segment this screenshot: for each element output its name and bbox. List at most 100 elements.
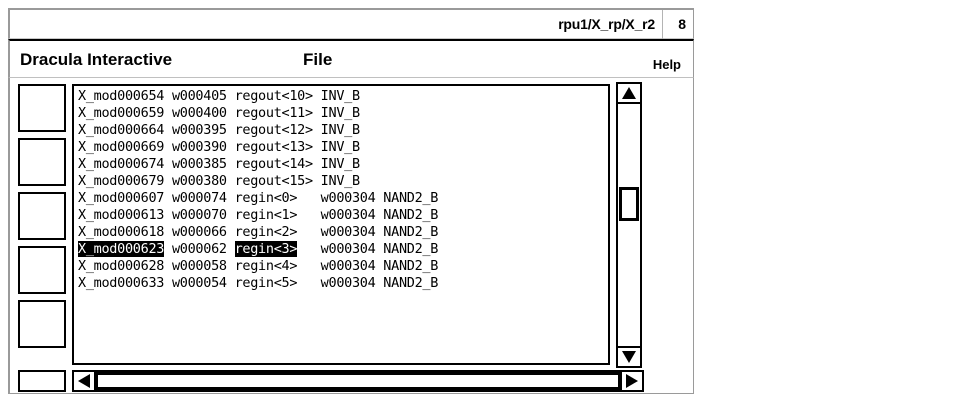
- vertical-scrollbar-thumb[interactable]: [619, 187, 639, 222]
- netlist-cell-net[interactable]: w000385: [171, 156, 227, 172]
- netlist-cell-cell[interactable]: NAND2_B: [383, 275, 439, 291]
- netlist-cell-net[interactable]: w000058: [171, 258, 227, 274]
- netlist-cell-gap: [438, 207, 446, 223]
- netlist-cell-pin[interactable]: regin<0>: [234, 190, 298, 206]
- horizontal-scrollbar[interactable]: [72, 370, 644, 392]
- netlist-cell-pin[interactable]: regin<1>: [234, 207, 298, 223]
- netlist-cell-pin[interactable]: regout<15>: [234, 173, 314, 189]
- netlist-cell-gap: [297, 258, 320, 274]
- netlist-cell-instance[interactable]: X_mod000679: [78, 173, 165, 189]
- netlist-cell-gap: [227, 156, 235, 172]
- netlist-cell-connected-net[interactable]: w000304: [320, 241, 376, 257]
- netlist-cell-net[interactable]: w000405: [171, 88, 227, 104]
- netlist-cell-gap: [360, 105, 376, 121]
- netlist-cell-instance[interactable]: X_mod000623: [78, 241, 165, 257]
- netlist-cell-gap: [438, 258, 446, 274]
- netlist-cell-instance[interactable]: X_mod000664: [78, 122, 165, 138]
- netlist-cell-gap: [164, 258, 172, 274]
- netlist-cell-pin[interactable]: regout<11>: [234, 105, 314, 121]
- horizontal-scrollbar-thumb[interactable]: [97, 374, 619, 388]
- netlist-cell-pin[interactable]: regout<13>: [234, 139, 314, 155]
- netlist-cell-cell[interactable]: NAND2_B: [383, 207, 439, 223]
- netlist-row[interactable]: X_mod000679 w000380 regout<15> INV_B: [78, 173, 608, 190]
- netlist-cell-gap: [313, 122, 321, 138]
- tool-button-2[interactable]: [18, 138, 66, 186]
- menu-item-file[interactable]: File: [303, 50, 333, 69]
- vertical-scrollbar[interactable]: [616, 82, 642, 368]
- tool-button-3[interactable]: [18, 192, 66, 240]
- netlist-cell-instance[interactable]: X_mod000618: [78, 224, 165, 240]
- netlist-cell-connected-net[interactable]: w000304: [320, 258, 376, 274]
- scroll-up-arrow-icon[interactable]: [618, 84, 640, 104]
- netlist-cell-cell[interactable]: INV_B: [320, 156, 360, 172]
- netlist-cell-net[interactable]: w000070: [171, 207, 227, 223]
- netlist-cell-cell[interactable]: INV_B: [320, 88, 360, 104]
- scroll-left-arrow-icon[interactable]: [73, 371, 95, 391]
- netlist-cell-instance[interactable]: X_mod000669: [78, 139, 165, 155]
- netlist-cell-pin[interactable]: regout<12>: [234, 122, 314, 138]
- netlist-cell-connected-net[interactable]: w000304: [320, 224, 376, 240]
- netlist-cell-pin[interactable]: regin<3>: [234, 241, 298, 257]
- title-bar-number: 8: [678, 16, 686, 32]
- netlist-row[interactable]: X_mod000613 w000070 regin<1> w000304 NAN…: [78, 207, 608, 224]
- netlist-cell-pin[interactable]: regin<5>: [234, 275, 298, 291]
- netlist-cell-cell[interactable]: INV_B: [320, 173, 360, 189]
- netlist-cell-cell[interactable]: NAND2_B: [383, 258, 439, 274]
- netlist-row[interactable]: X_mod000628 w000058 regin<4> w000304 NAN…: [78, 258, 608, 275]
- netlist-cell-net[interactable]: w000074: [171, 190, 227, 206]
- netlist-row[interactable]: X_mod000607 w000074 regin<0> w000304 NAN…: [78, 190, 608, 207]
- netlist-cell-cell[interactable]: NAND2_B: [383, 190, 439, 206]
- netlist-cell-net[interactable]: w000400: [171, 105, 227, 121]
- netlist-row[interactable]: X_mod000623 w000062 regin<3> w000304 NAN…: [78, 241, 608, 258]
- netlist-cell-instance[interactable]: X_mod000654: [78, 88, 165, 104]
- tool-button-1[interactable]: [18, 84, 66, 132]
- netlist-cell-cell[interactable]: INV_B: [320, 105, 360, 121]
- netlist-cell-cell[interactable]: INV_B: [320, 139, 360, 155]
- netlist-cell-instance[interactable]: X_mod000613: [78, 207, 165, 223]
- menu-item-help[interactable]: Help: [652, 57, 681, 72]
- netlist-cell-cell[interactable]: NAND2_B: [383, 241, 439, 257]
- netlist-cell-cell[interactable]: NAND2_B: [383, 224, 439, 240]
- netlist-cell-pin[interactable]: regin<4>: [234, 258, 298, 274]
- netlist-cell-connected-net[interactable]: w000304: [320, 190, 376, 206]
- netlist-cell-pin[interactable]: regout<10>: [234, 88, 314, 104]
- netlist-list-pane[interactable]: X_mod000654 w000405 regout<10> INV_B X_m…: [72, 84, 610, 365]
- netlist-cell-net[interactable]: w000390: [171, 139, 227, 155]
- tool-button-5[interactable]: [18, 300, 66, 348]
- netlist-row[interactable]: X_mod000618 w000066 regin<2> w000304 NAN…: [78, 224, 608, 241]
- application-window: rpu1/X_rp/X_r2 8 Dracula Interactive Fil…: [8, 8, 694, 394]
- netlist-cell-instance[interactable]: X_mod000628: [78, 258, 165, 274]
- netlist-cell-net[interactable]: w000054: [171, 275, 227, 291]
- netlist-row[interactable]: X_mod000674 w000385 regout<14> INV_B: [78, 156, 608, 173]
- tool-button-4[interactable]: [18, 246, 66, 294]
- netlist-cell-net[interactable]: w000066: [171, 224, 227, 240]
- netlist-cell-connected-net[interactable]: w000304: [320, 207, 376, 223]
- netlist-cell-instance[interactable]: X_mod000607: [78, 190, 165, 206]
- netlist-cell-gap: [227, 275, 235, 291]
- netlist-cell-cell[interactable]: INV_B: [320, 122, 360, 138]
- scroll-right-arrow-icon[interactable]: [621, 371, 643, 391]
- netlist-row[interactable]: X_mod000664 w000395 regout<12> INV_B: [78, 122, 608, 139]
- netlist-cell-gap: [313, 88, 321, 104]
- netlist-cell-pin[interactable]: regout<14>: [234, 156, 314, 172]
- netlist-cell-gap: [297, 224, 320, 240]
- netlist-cell-instance[interactable]: X_mod000633: [78, 275, 165, 291]
- netlist-cell-net[interactable]: w000380: [171, 173, 227, 189]
- title-bar-divider: [662, 10, 663, 41]
- netlist-cell-gap: [164, 190, 172, 206]
- netlist-cell-net[interactable]: w000062: [171, 241, 227, 257]
- netlist-cell-net[interactable]: w000395: [171, 122, 227, 138]
- netlist-row[interactable]: X_mod000654 w000405 regout<10> INV_B: [78, 88, 608, 105]
- netlist-cell-pin[interactable]: regin<2>: [234, 224, 298, 240]
- netlist-cell-connected-net[interactable]: w000304: [320, 275, 376, 291]
- netlist-cell-gap: [227, 139, 235, 155]
- netlist-cell-gap: [164, 207, 172, 223]
- netlist-cell-instance[interactable]: X_mod000659: [78, 105, 165, 121]
- netlist-row[interactable]: X_mod000633 w000054 regin<5> w000304 NAN…: [78, 275, 608, 292]
- menu-item-dracula-interactive[interactable]: Dracula Interactive: [20, 50, 173, 69]
- netlist-cell-instance[interactable]: X_mod000674: [78, 156, 165, 172]
- netlist-row[interactable]: X_mod000659 w000400 regout<11> INV_B: [78, 105, 608, 122]
- scroll-down-arrow-icon[interactable]: [618, 346, 640, 366]
- toolbar-corner-button[interactable]: [18, 370, 66, 392]
- netlist-row[interactable]: X_mod000669 w000390 regout<13> INV_B: [78, 139, 608, 156]
